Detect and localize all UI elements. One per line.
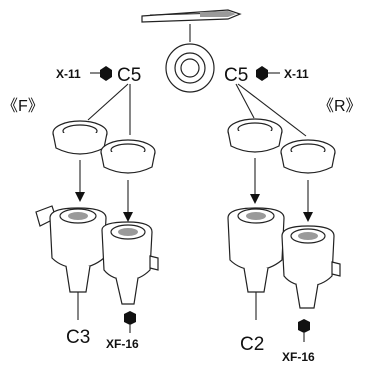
right-ring-1	[227, 118, 283, 153]
left-ring-1	[52, 120, 108, 155]
tweezers-icon	[141, 9, 242, 23]
left-xf16-label: XF-16	[106, 337, 139, 351]
left-x11-label: X-11	[56, 67, 81, 81]
left-c3-label: C3	[66, 327, 90, 348]
right-x11-label: X-11	[284, 67, 309, 81]
section-front-label: 《F》	[2, 98, 44, 115]
left-lower-assembly	[35, 205, 159, 320]
hex-nut-icon	[256, 66, 280, 81]
section-rear-label: 《R》	[318, 98, 362, 115]
right-c2-label: C2	[240, 334, 264, 355]
down-arrow-icon	[75, 158, 313, 222]
hex-nut-icon	[90, 66, 112, 81]
right-ring-2	[280, 139, 336, 174]
right-c5-label: C5	[224, 65, 248, 86]
left-c5-label: C5	[117, 65, 141, 86]
left-ring-2	[100, 139, 156, 174]
hex-nut-icon	[124, 311, 136, 333]
center-washer	[165, 24, 215, 93]
right-lower-assembly	[227, 207, 341, 320]
hex-nut-icon	[298, 319, 310, 342]
right-xf16-label: XF-16	[282, 350, 315, 364]
